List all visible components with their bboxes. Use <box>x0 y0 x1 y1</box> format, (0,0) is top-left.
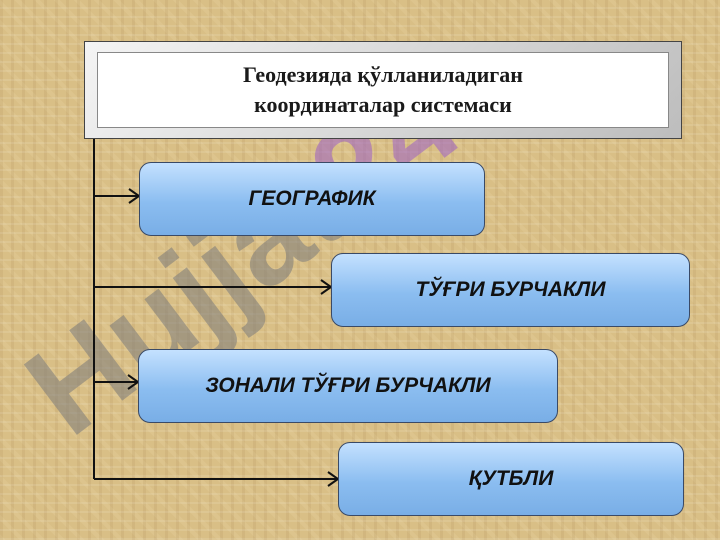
box-polar: ҚУТБЛИ <box>338 442 684 516</box>
title-inner-panel: Геодезияда қўлланиладиган координаталар … <box>97 52 669 128</box>
title-line-1: Геодезияда қўлланиладиган <box>243 62 523 87</box>
box-geographic: ГЕОГРАФИК <box>139 162 485 236</box>
title-line-2: координаталар системаси <box>254 92 512 117</box>
box-rectangular: ТЎҒРИ БУРЧАКЛИ <box>331 253 690 327</box>
box-zonal-rectangular: ЗОНАЛИ ТЎҒРИ БУРЧАКЛИ <box>138 349 558 423</box>
title-box: Геодезияда қўлланиладиган координаталар … <box>84 41 682 139</box>
